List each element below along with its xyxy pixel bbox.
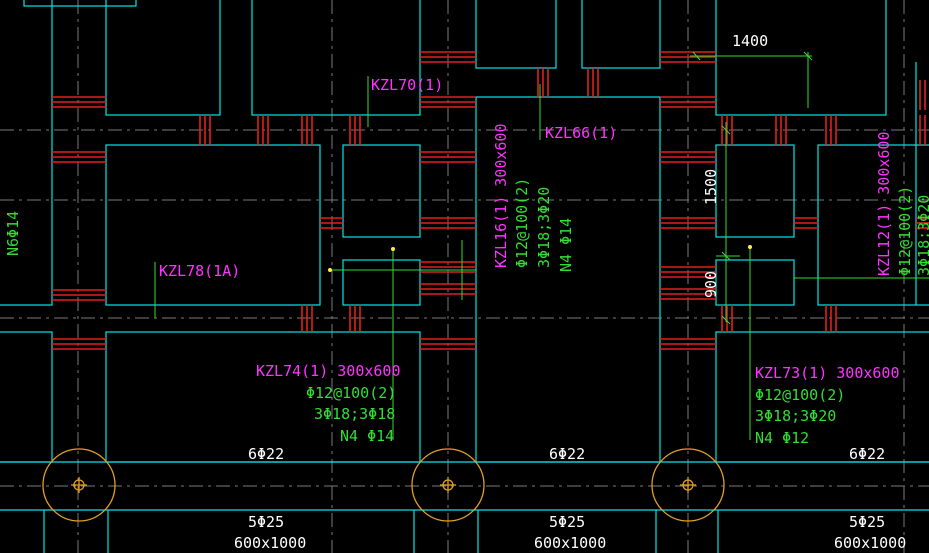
label-kzl16-bars: 3Φ18;3Φ20 bbox=[535, 187, 553, 268]
dim-900: 900 bbox=[702, 271, 720, 298]
section-label-3: 600x1000 bbox=[834, 534, 906, 552]
dim-1500: 1500 bbox=[702, 169, 720, 205]
bottom-bar-label-2: 5Φ25 bbox=[549, 513, 585, 531]
top-bar-label-3: 6Φ22 bbox=[849, 445, 885, 463]
label-kzl12-bars: 3Φ18;3Φ20 bbox=[915, 195, 929, 276]
label-kzl73-side: N4 Φ12 bbox=[755, 429, 809, 447]
top-bar-label-2: 6Φ22 bbox=[549, 445, 585, 463]
rebar-groups bbox=[52, 51, 929, 350]
label-kzl74-stirrup: Φ12@100(2) bbox=[306, 384, 396, 402]
label-kzl78: KZL78(1A) bbox=[159, 262, 240, 280]
bottom-bar-label-3: 5Φ25 bbox=[849, 513, 885, 531]
label-kzl16: KZL16(1) 300x600 bbox=[492, 124, 510, 269]
leader-endpoints bbox=[328, 245, 752, 272]
label-kzl16-side: N4 Φ14 bbox=[557, 218, 575, 272]
label-kzl70: KZL70(1) bbox=[371, 76, 443, 94]
label-kzl66: KZL66(1) bbox=[545, 124, 617, 142]
leader-lines bbox=[154, 51, 929, 440]
section-label-2: 600x1000 bbox=[534, 534, 606, 552]
label-kzl12-stirrup: Φ12@100(2) bbox=[896, 186, 914, 276]
bottom-bar-label-1: 5Φ25 bbox=[248, 513, 284, 531]
label-kzl73-stirrup: Φ12@100(2) bbox=[755, 386, 845, 404]
label-n6: N6Φ14 bbox=[4, 211, 22, 256]
section-label-1: 600x1000 bbox=[234, 534, 306, 552]
label-kzl12: KZL12(1) 300x600 bbox=[875, 132, 893, 277]
label-kzl74: KZL74(1) 300x600 bbox=[256, 362, 401, 380]
label-kzl73: KZL73(1) 300x600 bbox=[755, 364, 900, 382]
top-bar-label-1: 6Φ22 bbox=[248, 445, 284, 463]
label-kzl73-bars: 3Φ18;3Φ20 bbox=[755, 407, 836, 425]
dim-1400: 1400 bbox=[732, 32, 768, 50]
label-kzl74-side: N4 Φ14 bbox=[340, 427, 394, 445]
pile-circles bbox=[42, 448, 725, 522]
label-kzl74-bars: 3Φ18;3Φ18 bbox=[314, 405, 395, 423]
label-kzl16-stirrup: Φ12@100(2) bbox=[513, 178, 531, 268]
